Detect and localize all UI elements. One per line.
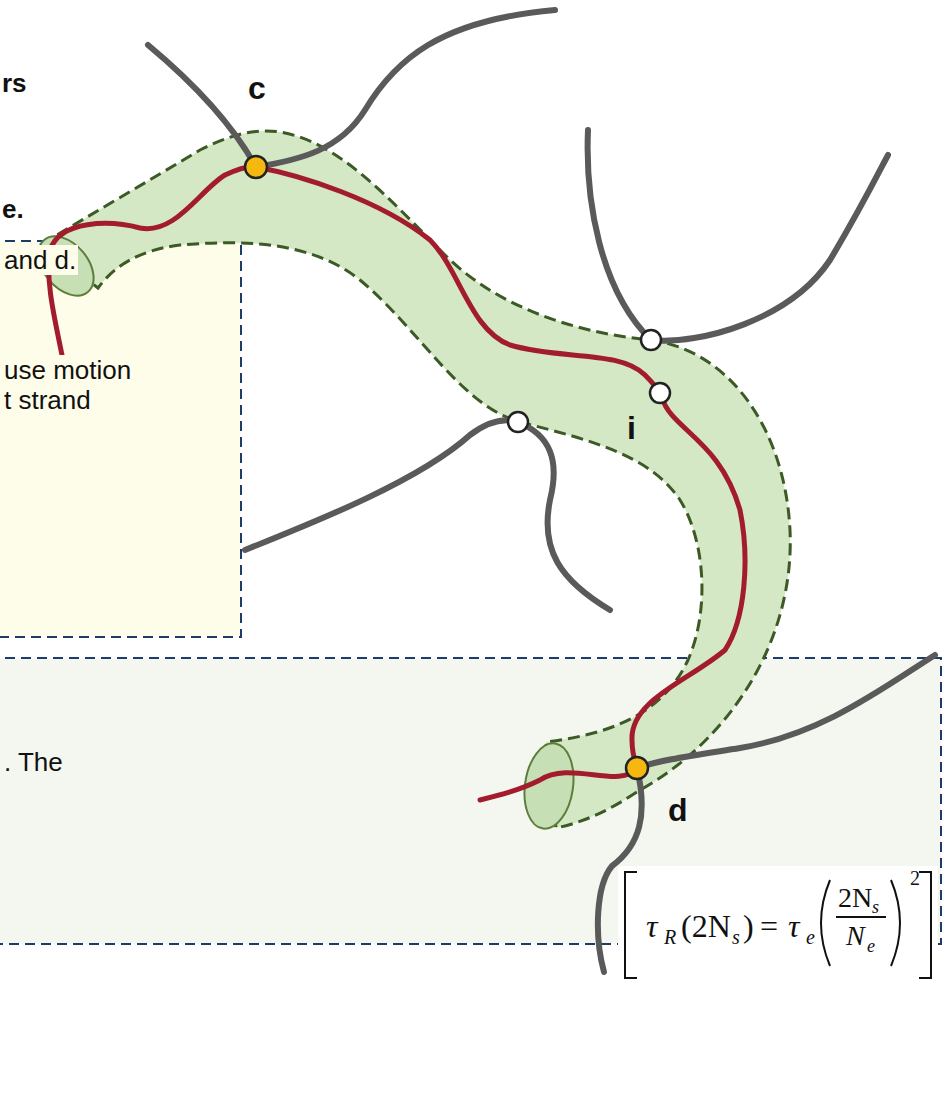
neighbour-chain <box>588 130 888 341</box>
point-label: i <box>627 412 636 444</box>
formula-subscript: s <box>872 898 879 916</box>
formula-symbol: τ <box>646 910 657 942</box>
formula-symbol: = <box>760 910 778 942</box>
open-point <box>641 330 661 350</box>
tube <box>42 131 790 828</box>
panel-text: use motion t strand <box>2 355 142 415</box>
neighbour-chain <box>245 420 610 610</box>
formula-subscript: R <box>664 927 676 947</box>
formula-symbol: (2N <box>681 910 731 942</box>
formula-subscript: s <box>732 927 740 947</box>
formula-bracket <box>919 872 931 978</box>
entanglement-point <box>626 757 648 779</box>
formula-paren <box>821 880 830 966</box>
heading-fragment: rs <box>2 70 27 96</box>
test-chain <box>49 167 745 800</box>
point-label: d <box>668 794 688 826</box>
formula-symbol: N <box>846 922 865 950</box>
open-point <box>650 383 670 403</box>
formula-symbol: ) <box>743 910 754 942</box>
formula-ground <box>618 866 938 982</box>
open-point <box>508 412 528 432</box>
panel-text: and d. <box>2 245 78 275</box>
formula-subscript: e <box>867 937 875 955</box>
formula-paren <box>891 880 900 966</box>
point-label: c <box>248 72 266 104</box>
fraction-bar <box>836 916 886 918</box>
formula-subscript: e <box>806 927 815 947</box>
neighbour-chain <box>148 10 555 167</box>
text-panel: and d. use motion t strand <box>0 240 242 638</box>
formula-bracket <box>625 872 637 978</box>
panel-outline <box>0 241 241 637</box>
text-panel: . The <box>0 657 942 945</box>
entanglement-point <box>245 156 267 178</box>
formula-superscript: 2 <box>910 868 920 888</box>
panel-text: . The <box>2 747 65 777</box>
heading-fragment: e. <box>2 196 24 222</box>
formula-symbol: τ <box>788 910 799 942</box>
formula-symbol: 2N <box>838 884 872 912</box>
